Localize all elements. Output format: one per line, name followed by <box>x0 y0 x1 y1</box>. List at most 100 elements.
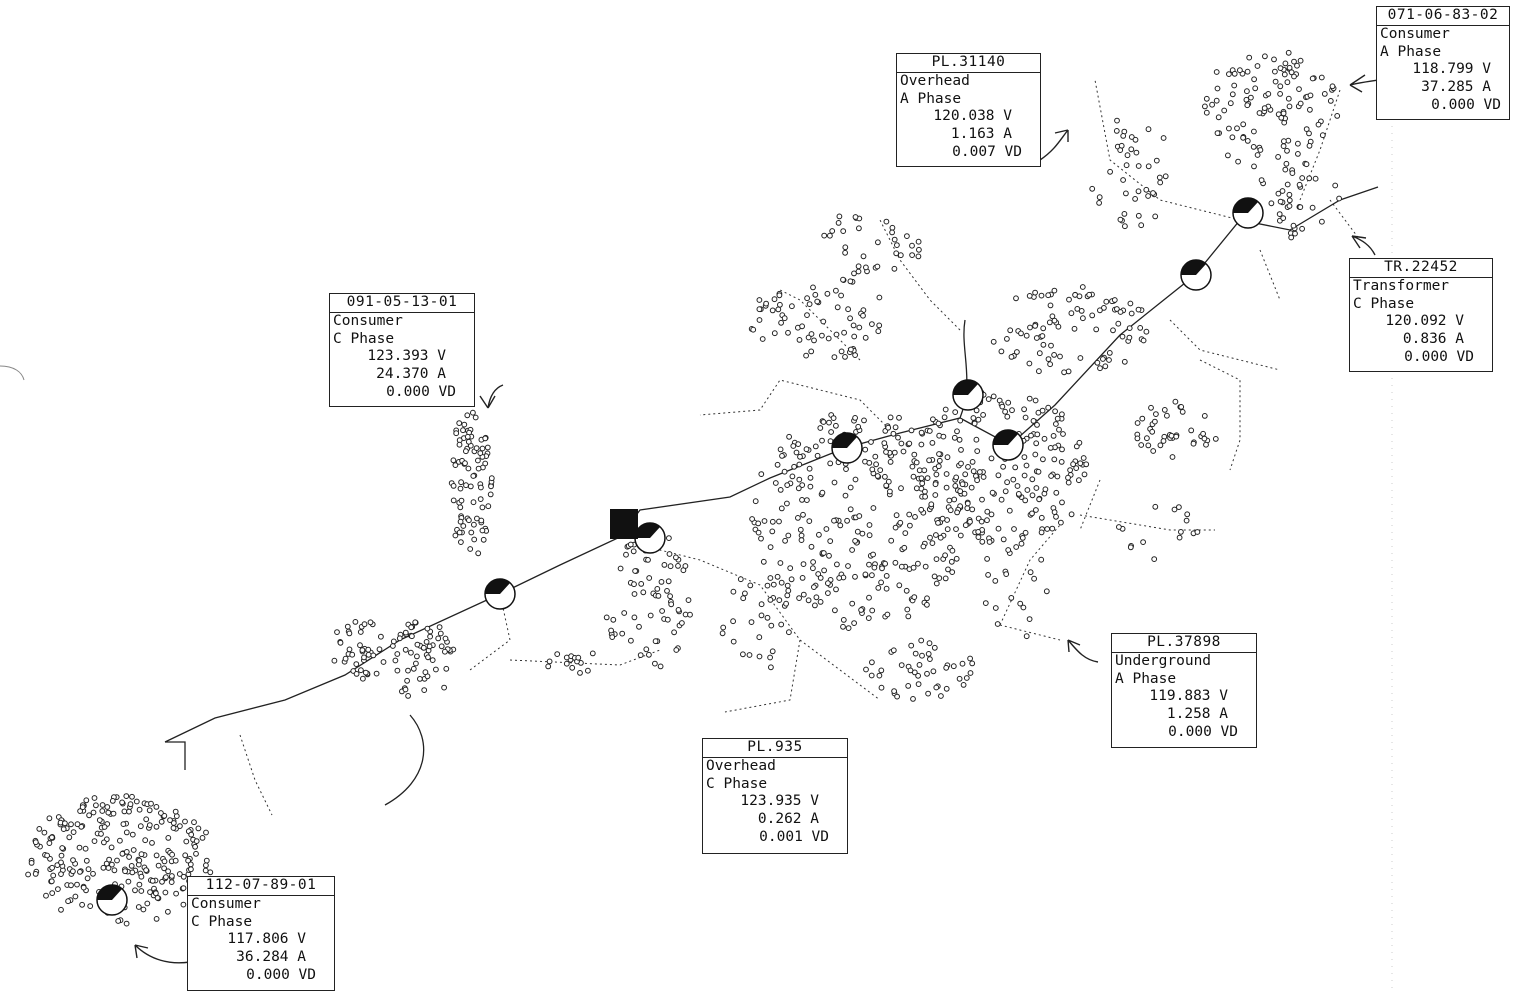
service-node <box>1257 147 1264 153</box>
service-node <box>951 434 958 441</box>
service-node <box>1027 324 1033 331</box>
callout-consumer-091-05-13-01[interactable]: 091-05-13-01 Consumer C Phase 123.393 V … <box>329 293 475 407</box>
service-node <box>758 535 764 542</box>
service-node <box>749 516 755 522</box>
service-node <box>357 642 363 649</box>
callout-id: TR.22452 <box>1350 259 1492 278</box>
service-node <box>142 837 149 844</box>
callout-arrow <box>134 944 191 964</box>
service-node <box>1119 333 1126 340</box>
service-node <box>1113 128 1120 134</box>
service-node <box>975 534 982 540</box>
service-node <box>937 534 944 541</box>
callout-consumer-071-06-83-02[interactable]: 071-06-83-02 Consumer A Phase 118.799 V … <box>1376 6 1510 120</box>
service-node <box>410 665 417 672</box>
service-node <box>1278 114 1285 121</box>
service-node <box>980 474 987 480</box>
service-node <box>824 290 831 297</box>
service-node <box>177 823 183 829</box>
service-node <box>872 453 879 460</box>
service-node <box>140 906 147 913</box>
service-node <box>730 638 737 645</box>
service-node <box>877 467 884 474</box>
service-node <box>866 561 872 568</box>
callout-overhead-pl-31140[interactable]: PL.31140 Overhead A Phase 120.038 V 1.16… <box>896 53 1041 167</box>
service-node <box>32 871 39 877</box>
service-node <box>908 427 915 434</box>
service-node <box>890 647 897 654</box>
service-node <box>1081 471 1088 478</box>
service-node <box>1059 499 1065 506</box>
service-node <box>1042 486 1049 493</box>
service-node <box>1031 575 1037 582</box>
service-node <box>460 427 466 434</box>
service-node <box>1019 535 1026 541</box>
service-node <box>918 475 925 482</box>
service-node <box>404 677 411 684</box>
service-node <box>883 218 890 225</box>
service-node <box>664 616 671 623</box>
service-node <box>390 643 396 649</box>
service-node <box>922 563 929 570</box>
service-node <box>905 613 912 620</box>
service-node <box>860 312 866 319</box>
service-node <box>810 559 816 565</box>
service-node <box>1139 415 1146 422</box>
service-node <box>457 504 464 511</box>
service-node <box>464 433 471 440</box>
service-node <box>785 587 792 594</box>
service-node <box>146 822 153 828</box>
lateral-line <box>999 524 1061 626</box>
service-node <box>998 496 1005 503</box>
service-node <box>949 547 956 554</box>
service-node <box>884 611 891 618</box>
service-node <box>842 492 849 499</box>
service-node <box>825 590 831 596</box>
service-node <box>74 821 81 828</box>
service-node <box>808 543 815 550</box>
service-node <box>405 693 412 699</box>
service-node <box>1282 166 1289 173</box>
service-node <box>442 648 448 655</box>
service-node <box>1303 126 1310 133</box>
service-node <box>78 823 85 830</box>
callout-overhead-pl-935[interactable]: PL.935 Overhead C Phase 123.935 V 0.262 … <box>702 738 848 854</box>
service-node <box>1026 360 1033 367</box>
service-node <box>817 575 824 581</box>
service-node <box>1120 133 1127 139</box>
callout-transformer-tr-22452[interactable]: TR.22452 Transformer C Phase 120.092 V 0… <box>1349 258 1493 372</box>
service-node <box>1068 310 1075 317</box>
service-node <box>799 575 806 581</box>
service-node <box>1093 326 1100 333</box>
service-node <box>1173 433 1180 440</box>
service-node <box>957 532 964 539</box>
service-node <box>610 616 617 623</box>
service-node <box>98 831 104 837</box>
service-node <box>1261 105 1268 111</box>
service-node <box>412 619 419 626</box>
service-node <box>470 473 477 479</box>
service-node <box>1334 113 1341 119</box>
service-node <box>831 354 838 361</box>
service-node <box>1277 91 1283 97</box>
service-node <box>933 532 939 538</box>
lateral-line <box>699 379 901 441</box>
service-node <box>948 558 955 565</box>
service-node <box>162 889 169 896</box>
service-node <box>48 878 55 885</box>
service-node <box>835 220 842 226</box>
service-node <box>891 265 898 272</box>
service-node <box>665 578 672 585</box>
service-node <box>479 527 486 534</box>
callout-underground-pl-37898[interactable]: PL.37898 Underground A Phase 119.883 V 1… <box>1111 633 1257 748</box>
service-node <box>774 461 781 468</box>
service-node <box>940 433 947 440</box>
service-node <box>1284 79 1291 86</box>
service-node <box>1201 413 1208 419</box>
service-node <box>1127 544 1134 551</box>
service-node <box>32 839 39 846</box>
service-node <box>767 575 774 581</box>
callout-consumer-112-07-89-01[interactable]: 112-07-89-01 Consumer C Phase 117.806 V … <box>187 876 335 991</box>
service-node <box>1038 292 1045 299</box>
service-node <box>462 460 468 467</box>
